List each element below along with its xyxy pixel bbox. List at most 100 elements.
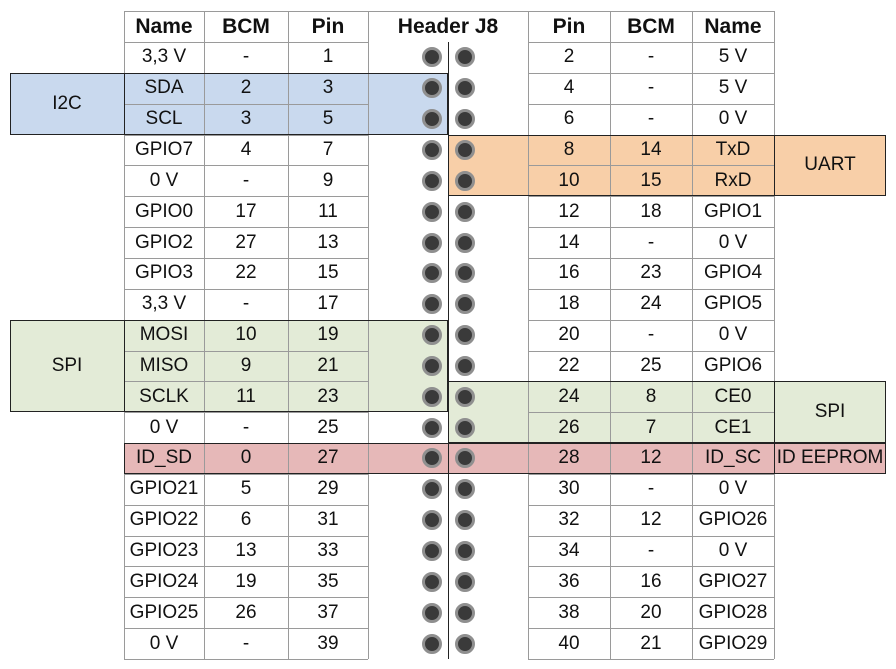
- pin-name-left: GPIO22: [129, 509, 199, 531]
- pin-number-right: 2: [563, 46, 575, 68]
- pin-name-right: GPIO4: [703, 262, 763, 284]
- grid-vertical-line: [528, 11, 529, 659]
- bcm-left: -: [242, 169, 250, 191]
- grid-vertical-line: [692, 11, 693, 659]
- pin-name-right: RxD: [714, 169, 752, 191]
- pin-name-left: GPIO21: [129, 478, 199, 500]
- pin-number-right: 36: [558, 570, 580, 592]
- pin-name-right: ID_SC: [705, 447, 761, 469]
- pin-name-left: GPIO25: [129, 601, 199, 623]
- grid-horizontal-line: [528, 350, 774, 352]
- header-pin-even: [455, 325, 475, 346]
- pin-name-right: 0 V: [718, 478, 748, 500]
- header-pin-even: [455, 633, 475, 654]
- bcm-right: -: [647, 77, 655, 99]
- group-box: [448, 134, 886, 197]
- bcm-right: -: [647, 540, 655, 562]
- bcm-left: 2: [240, 77, 252, 99]
- pin-name-right: GPIO28: [698, 601, 768, 623]
- pin-name-right: GPIO29: [698, 632, 768, 654]
- group-label: I2C: [52, 92, 82, 114]
- pin-name-right: GPIO27: [698, 570, 768, 592]
- header-pin-odd: [422, 263, 442, 284]
- pin-number-left: 17: [317, 293, 339, 315]
- pin-name-left: MISO: [139, 354, 189, 376]
- group-box: [448, 381, 886, 444]
- pin-name-right: 0 V: [718, 324, 748, 346]
- bcm-right: 23: [640, 262, 662, 284]
- header-pin-left: Pin: [311, 14, 345, 38]
- pin-name-left: 3,3 V: [141, 46, 187, 68]
- group-fill: [10, 319, 448, 413]
- pin-number-left: 35: [317, 570, 339, 592]
- pin-number-left: 3: [322, 77, 334, 99]
- header-pin-odd: [422, 139, 442, 160]
- header-pin-even: [455, 139, 475, 160]
- bcm-left: 22: [235, 262, 257, 284]
- header-pin-even: [455, 510, 475, 531]
- pin-name-left: SDA: [144, 77, 184, 99]
- grid-horizontal-line: [124, 196, 368, 198]
- grid-horizontal-line: [528, 165, 774, 167]
- grid-horizontal-line: [124, 103, 368, 105]
- bcm-right: 21: [640, 632, 662, 654]
- group-box: [124, 443, 886, 474]
- pin-name-right: 0 V: [718, 231, 748, 253]
- header-divider-line: [448, 42, 449, 659]
- grid-horizontal-line: [124, 165, 368, 167]
- header-pin-odd: [422, 571, 442, 592]
- pin-number-right: 6: [563, 108, 575, 130]
- pin-number-left: 7: [322, 138, 334, 160]
- header-pin-even: [455, 232, 475, 253]
- grid-horizontal-line: [528, 257, 774, 259]
- bcm-right: 25: [640, 354, 662, 376]
- header-pin-odd: [422, 170, 442, 191]
- pin-name-right: 5 V: [718, 46, 748, 68]
- header-pin-odd: [422, 510, 442, 531]
- header-name-left: Name: [135, 14, 193, 38]
- header-pin-even: [455, 78, 475, 99]
- pin-number-right: 4: [563, 77, 575, 99]
- bcm-left: -: [242, 632, 250, 654]
- bcm-right: 24: [640, 293, 662, 315]
- header-pin-even: [455, 109, 475, 130]
- pin-number-left: 31: [317, 509, 339, 531]
- pin-number-right: 24: [558, 385, 580, 407]
- header-pin-odd: [422, 417, 442, 438]
- pin-number-left: 27: [317, 447, 339, 469]
- header-pin-odd: [422, 355, 442, 376]
- bcm-right: 8: [645, 385, 657, 407]
- grid-horizontal-line: [528, 288, 774, 290]
- bcm-right: 7: [645, 416, 657, 438]
- pin-number-left: 13: [317, 231, 339, 253]
- grid-horizontal-line: [124, 566, 368, 568]
- pin-number-left: 23: [317, 385, 339, 407]
- pin-number-left: 1: [322, 46, 334, 68]
- header-pin-odd: [422, 325, 442, 346]
- pin-number-right: 26: [558, 416, 580, 438]
- pin-number-right: 40: [558, 632, 580, 654]
- grid-vertical-line: [288, 11, 289, 659]
- grid-vertical-line: [204, 11, 205, 659]
- bcm-left: -: [242, 293, 250, 315]
- header-pin-even: [455, 355, 475, 376]
- bcm-left: 3: [240, 108, 252, 130]
- pin-name-right: GPIO26: [698, 509, 768, 531]
- group-box: [10, 72, 448, 135]
- header-pin-odd: [422, 633, 442, 654]
- header-pin-even: [455, 448, 475, 469]
- pin-name-left: SCLK: [139, 385, 189, 407]
- pin-name-left: GPIO0: [134, 200, 194, 222]
- grid-horizontal-line: [124, 628, 368, 630]
- group-label-separator: [124, 72, 125, 135]
- pin-name-right: 0 V: [718, 108, 748, 130]
- group-label: UART: [804, 154, 856, 176]
- header-pin-even: [455, 602, 475, 623]
- pin-name-left: GPIO7: [134, 138, 194, 160]
- bcm-left: 11: [236, 385, 256, 407]
- header-pin-even: [455, 170, 475, 191]
- pin-name-left: MOSI: [139, 324, 189, 346]
- grid-horizontal-line: [528, 597, 774, 599]
- pin-name-right: CE1: [714, 416, 752, 438]
- pin-name-right: GPIO5: [703, 293, 763, 315]
